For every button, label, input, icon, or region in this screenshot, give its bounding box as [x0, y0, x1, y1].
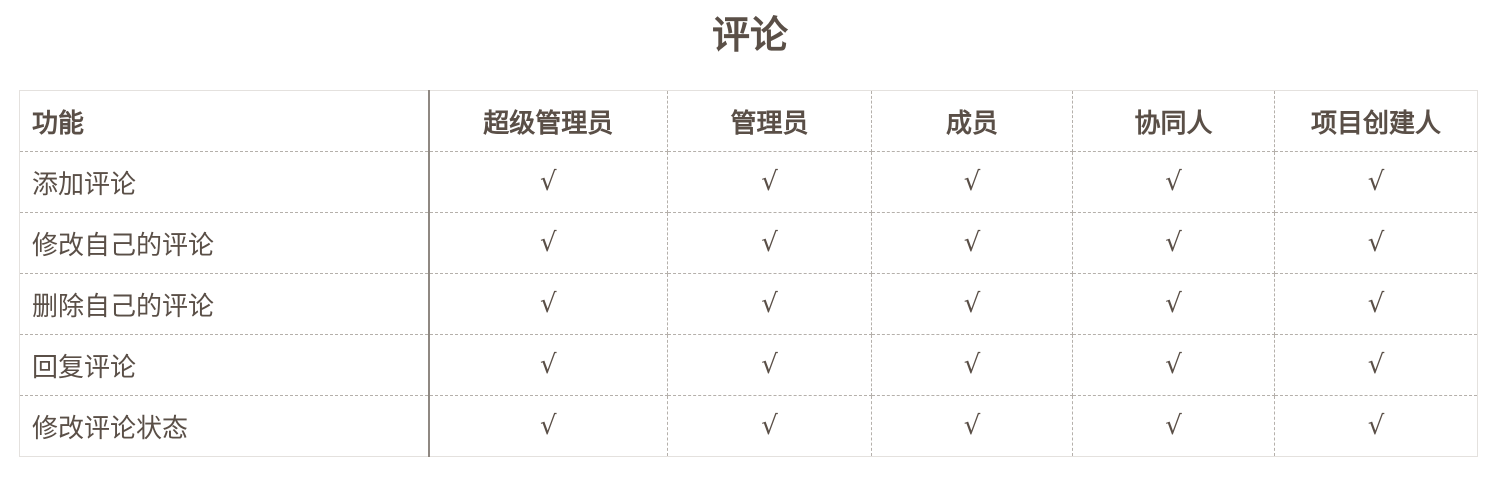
check-cell: √ [667, 273, 872, 335]
feature-cell: 修改评论状态 [19, 395, 430, 457]
check-cell: √ [428, 212, 668, 274]
check-cell: √ [1072, 334, 1275, 396]
page-title: 评论 [711, 13, 788, 57]
check-cell: √ [428, 334, 668, 396]
feature-cell: 回复评论 [19, 334, 430, 396]
table-row: 修改评论状态 √ √ √ √ √ [19, 395, 1478, 457]
check-cell: √ [428, 151, 668, 213]
check-cell: √ [871, 334, 1073, 396]
check-cell: √ [428, 395, 668, 457]
check-cell: √ [1274, 334, 1478, 396]
table-row: 添加评论 √ √ √ √ √ [19, 151, 1478, 213]
column-header-feature: 功能 [19, 90, 430, 152]
column-header-member: 成员 [871, 90, 1073, 152]
table-row: 修改自己的评论 √ √ √ √ √ [19, 212, 1478, 274]
check-cell: √ [1072, 151, 1275, 213]
check-cell: √ [1274, 395, 1478, 457]
check-cell: √ [871, 212, 1073, 274]
check-cell: √ [871, 273, 1073, 335]
check-cell: √ [1274, 151, 1478, 213]
check-cell: √ [1274, 212, 1478, 274]
table-header-row: 功能 超级管理员 管理员 成员 协同人 项目创建人 [19, 90, 1478, 152]
column-header-project-creator: 项目创建人 [1274, 90, 1478, 152]
check-cell: √ [1072, 395, 1275, 457]
check-cell: √ [871, 395, 1073, 457]
check-cell: √ [667, 395, 872, 457]
check-cell: √ [871, 151, 1073, 213]
feature-cell: 修改自己的评论 [19, 212, 430, 274]
feature-cell: 添加评论 [19, 151, 430, 213]
column-header-collaborator: 协同人 [1072, 90, 1275, 152]
permissions-table: 功能 超级管理员 管理员 成员 协同人 项目创建人 添加评论 √ √ √ √ √… [19, 90, 1478, 457]
table-row: 回复评论 √ √ √ √ √ [19, 334, 1478, 396]
column-header-super-admin: 超级管理员 [428, 90, 668, 152]
column-header-admin: 管理员 [667, 90, 872, 152]
feature-cell: 删除自己的评论 [19, 273, 430, 335]
check-cell: √ [1072, 273, 1275, 335]
check-cell: √ [1274, 273, 1478, 335]
check-cell: √ [667, 334, 872, 396]
check-cell: √ [428, 273, 668, 335]
table-row: 删除自己的评论 √ √ √ √ √ [19, 273, 1478, 335]
check-cell: √ [667, 151, 872, 213]
check-cell: √ [667, 212, 872, 274]
check-cell: √ [1072, 212, 1275, 274]
